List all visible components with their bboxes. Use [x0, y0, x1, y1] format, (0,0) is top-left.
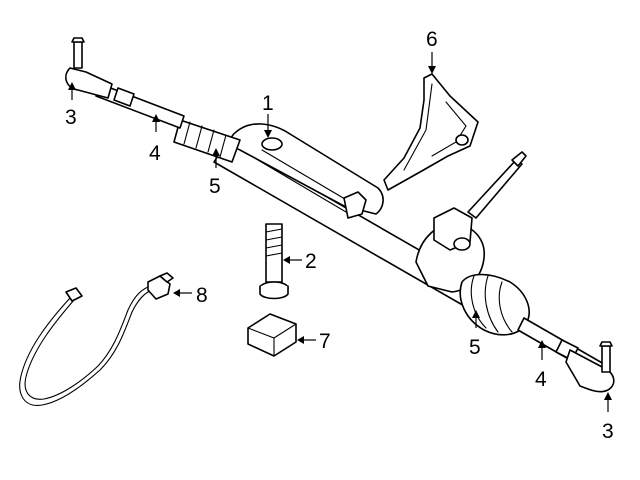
- callout-number: 5: [209, 175, 221, 198]
- callout-7: 7: [297, 330, 331, 353]
- callout-number: 3: [602, 420, 614, 443]
- callout-4-right: 4: [535, 340, 547, 391]
- bracket-shield: [383, 73, 479, 191]
- callout-5-right: 5: [469, 310, 481, 359]
- callout-1: 1: [262, 92, 274, 138]
- callout-3-left: 3: [65, 82, 77, 129]
- callout-2: 2: [283, 250, 317, 273]
- sensor-harness: [19, 272, 174, 406]
- left-boot: [173, 119, 241, 163]
- right-boot: [459, 273, 530, 336]
- callout-number: 3: [65, 106, 77, 129]
- callout-number: 6: [426, 28, 438, 51]
- callout-number: 4: [535, 368, 547, 391]
- callout-number: 7: [319, 330, 331, 353]
- right-tie-rod-end: [565, 341, 615, 393]
- callout-4-left: 4: [149, 114, 161, 165]
- mounting-bolt: [259, 223, 289, 300]
- control-module: [247, 313, 297, 357]
- rack-housing: [213, 123, 521, 331]
- callout-number: 2: [305, 250, 317, 273]
- callout-6: 6: [426, 28, 438, 74]
- callout-number: 4: [149, 142, 161, 165]
- callout-number: 5: [469, 336, 481, 359]
- callout-8: 8: [173, 284, 208, 307]
- input-shaft: [467, 151, 527, 219]
- callout-number: 8: [196, 284, 208, 307]
- callout-number: 1: [262, 92, 274, 115]
- callout-3-right: 3: [602, 392, 614, 443]
- callout-5-left: 5: [209, 148, 221, 198]
